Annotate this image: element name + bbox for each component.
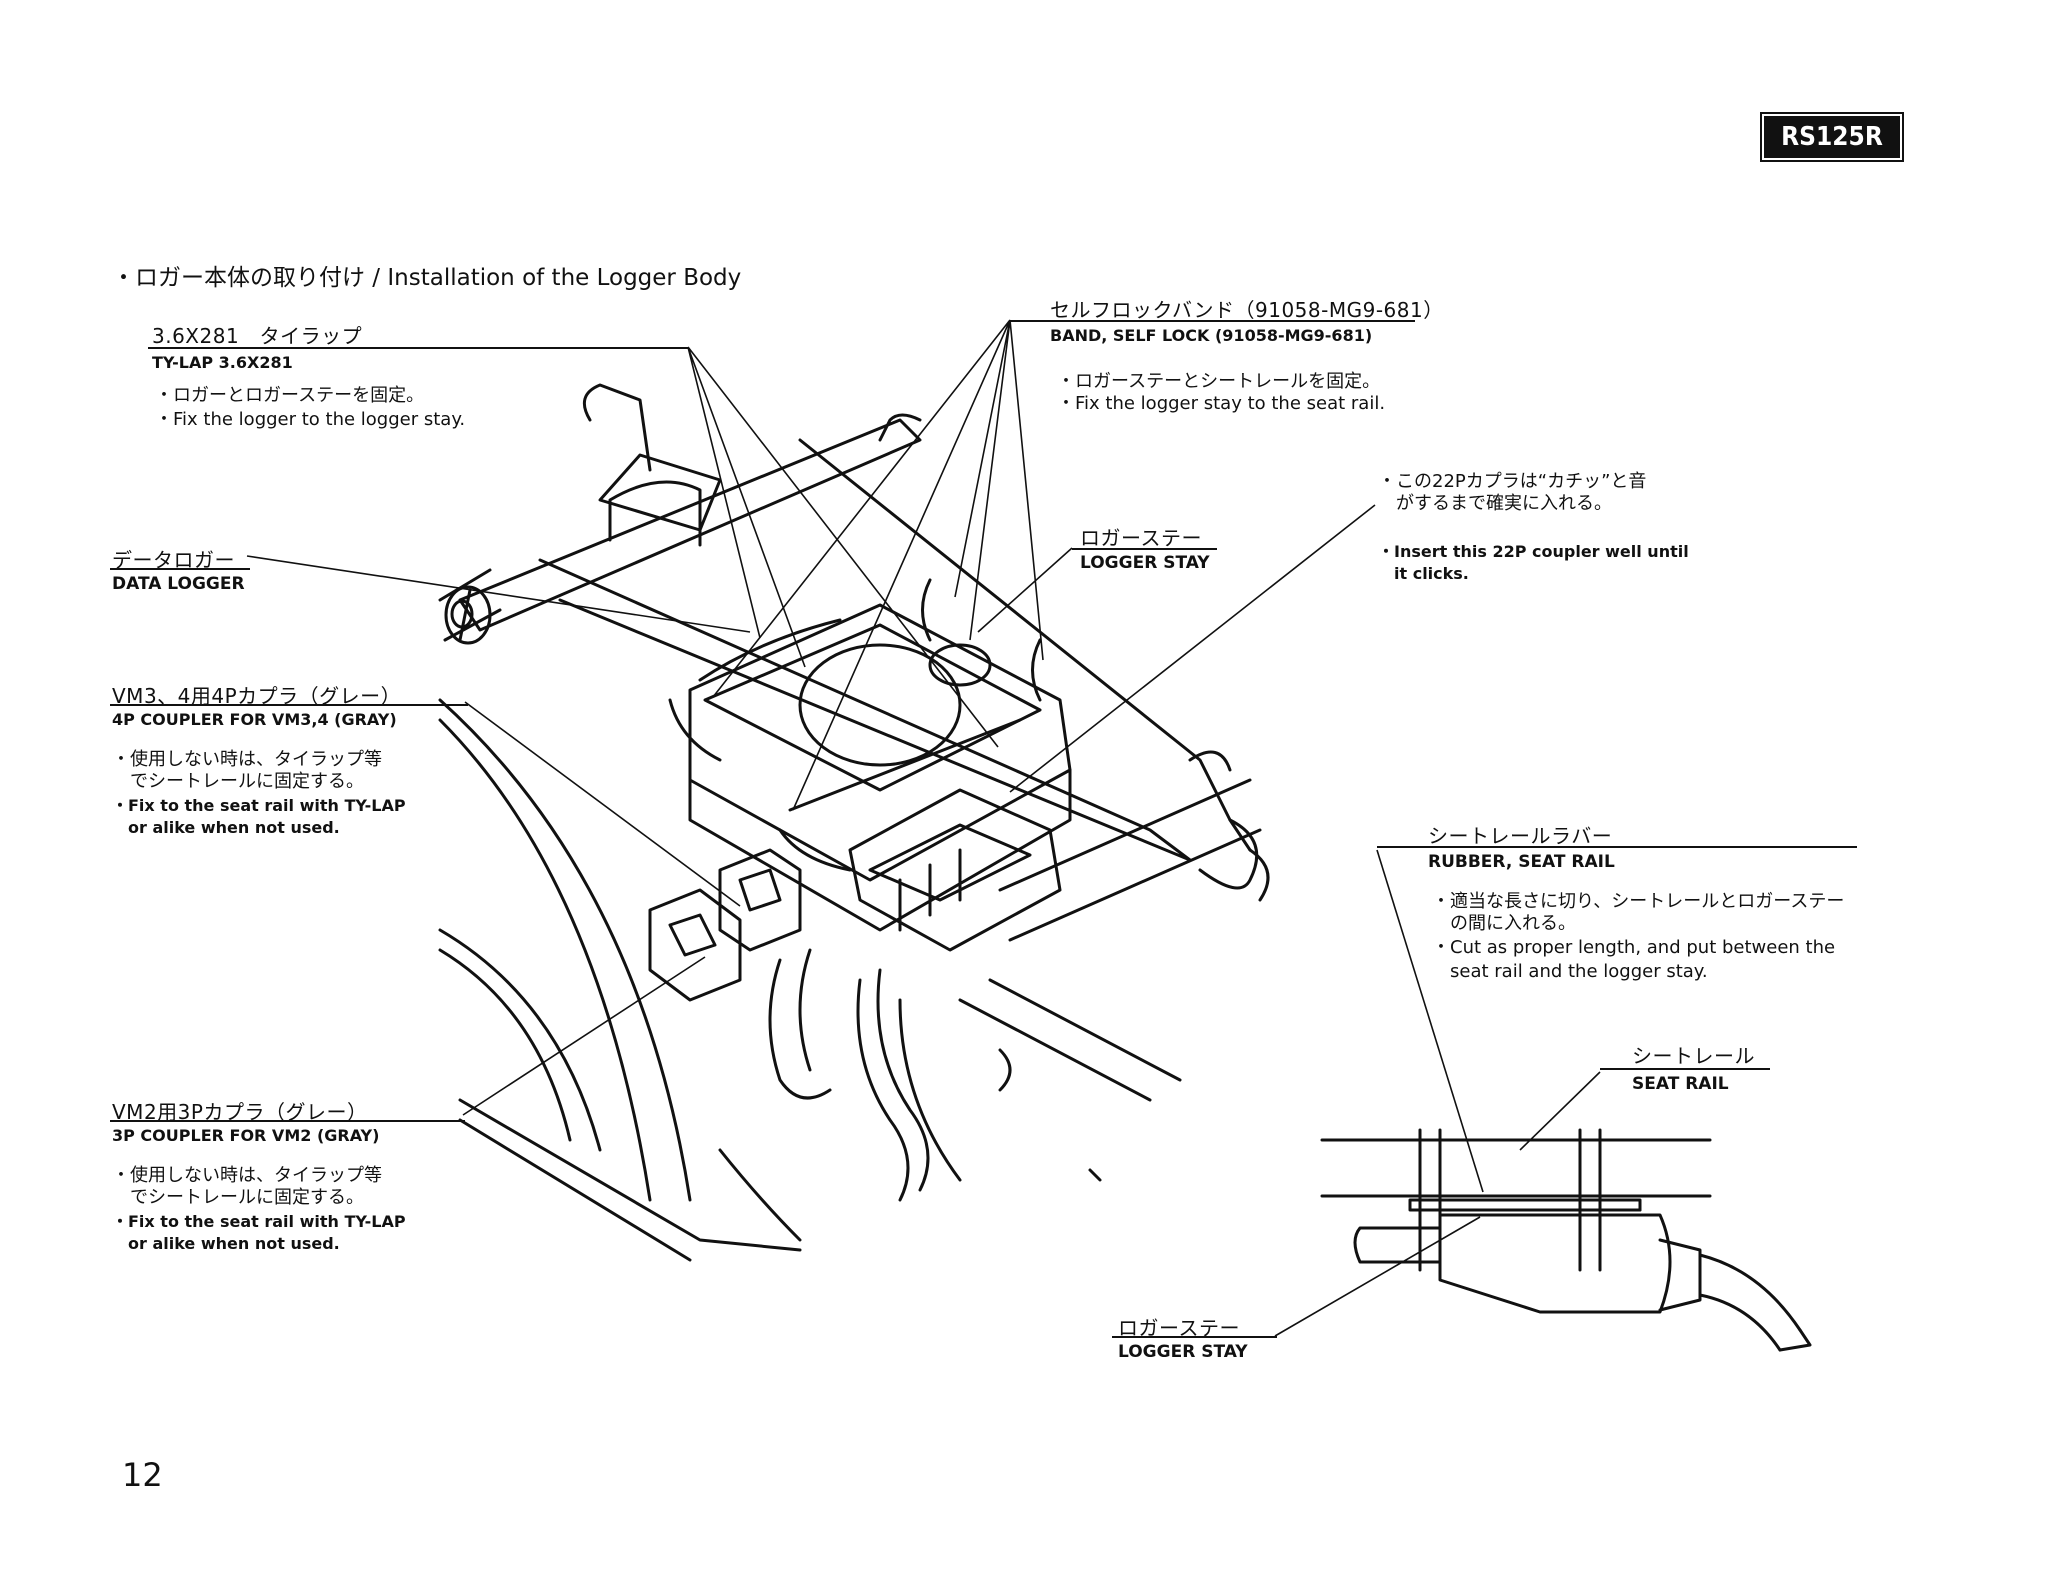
rubber-note-2: の間に入れる。 xyxy=(1432,913,1576,934)
coupler4p-note-4: or alike when not used. xyxy=(112,818,340,837)
coupler4p-label-en: 4P COUPLER FOR VM3,4 (GRAY) xyxy=(112,710,397,729)
band-label-en: BAND, SELF LOCK (91058-MG9-681) xyxy=(1050,326,1373,345)
coupler22p-note-en-2: it clicks. xyxy=(1378,564,1469,583)
coupler3p-note-4: or alike when not used. xyxy=(112,1234,340,1253)
rubber-label-jp: シートレールラバー xyxy=(1428,824,1613,848)
tylap-label-en: TY-LAP 3.6X281 xyxy=(152,353,293,372)
coupler4p-note-1: ・使用しない時は、タイラップ等 xyxy=(112,749,382,770)
coupler22p-note-jp-2: がするまで確実に入れる。 xyxy=(1378,493,1612,514)
coupler4p-note-3: ・Fix to the seat rail with TY-LAP xyxy=(112,796,406,815)
rubber-label-en: RUBBER, SEAT RAIL xyxy=(1428,852,1615,872)
coupler4p-note-2: でシートレールに固定する。 xyxy=(112,771,364,792)
section-title: ・ロガー本体の取り付け / Installation of the Logger… xyxy=(112,265,742,291)
rubber-note-1: ・適当な長さに切り、シートレールとロガーステー xyxy=(1432,891,1845,912)
coupler22p-note-jp-1: ・この22Pカプラは“カチッ”と音 xyxy=(1378,471,1647,492)
logger-stay-top-label-jp: ロガーステー xyxy=(1080,526,1202,550)
model-badge: RS125R xyxy=(1760,112,1904,162)
rubber-note-3: ・Cut as proper length, and put between t… xyxy=(1432,937,1836,958)
data-logger-label-en: DATA LOGGER xyxy=(112,574,245,594)
seat-rail-label-en: SEAT RAIL xyxy=(1632,1074,1729,1094)
logger-stay-bottom-label-en: LOGGER STAY xyxy=(1118,1342,1248,1362)
tylap-note-2: ・Fix the logger to the logger stay. xyxy=(155,409,466,430)
page-number: 12 xyxy=(122,1456,163,1494)
tylap-label-jp: 3.6X281 タイラップ xyxy=(152,324,363,348)
band-note-1: ・ロガーステーとシートレールを固定。 xyxy=(1057,371,1381,392)
coupler3p-note-3: ・Fix to the seat rail with TY-LAP xyxy=(112,1212,406,1231)
rubber-note-4: seat rail and the logger stay. xyxy=(1432,961,1708,982)
band-label-jp: セルフロックバンド（91058-MG9-681） xyxy=(1050,298,1444,322)
coupler3p-label-en: 3P COUPLER FOR VM2 (GRAY) xyxy=(112,1126,380,1145)
logger-stay-top-label-en: LOGGER STAY xyxy=(1080,553,1210,573)
band-note-2: ・Fix the logger stay to the seat rail. xyxy=(1057,393,1386,414)
seat-rail-label-jp: シートレール xyxy=(1632,1044,1755,1068)
coupler22p-note-en-1: ・Insert this 22P coupler well until xyxy=(1378,542,1689,561)
coupler3p-note-1: ・使用しない時は、タイラップ等 xyxy=(112,1165,382,1186)
tylap-note-1: ・ロガーとロガーステーを固定。 xyxy=(155,385,425,406)
coupler3p-note-2: でシートレールに固定する。 xyxy=(112,1187,364,1208)
